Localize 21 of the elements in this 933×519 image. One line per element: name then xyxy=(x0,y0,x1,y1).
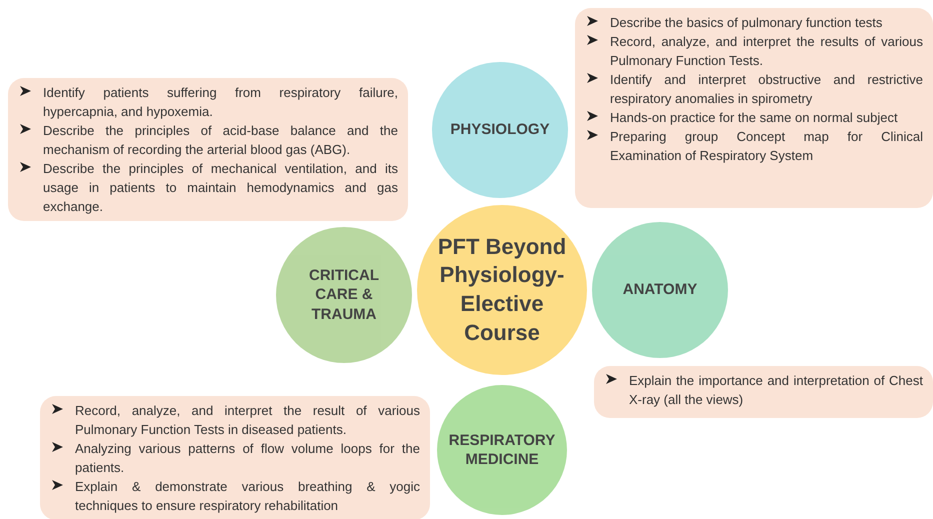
topic-label: PHYSIOLOGY xyxy=(450,120,550,140)
topic-label: CRITICAL CARE & TRAUMA xyxy=(308,266,380,324)
topic-label: ANATOMY xyxy=(622,280,698,300)
objective-text: Explain & demonstrate various breathing & yogic techniques to ensure respiratory rehabilitation xyxy=(75,478,420,515)
objective-text: Explain the importance and interpretation of Chest X-ray (all the views) xyxy=(629,372,923,409)
objective-text: Describe the principles of mechanical ventilation, and its usage in patients to maintain hemodynamics and gas exchange. xyxy=(43,160,398,216)
objective-text: Record, analyze, and interpret the results of various Pulmonary Function Tests. xyxy=(610,33,923,70)
objective-text: Record, analyze, and interpret the result of various Pulmonary Function Tests in diseased patients. xyxy=(75,402,420,439)
objective-text: Analyzing various patterns of flow volume loops for the patients. xyxy=(75,440,420,477)
objectives-box xyxy=(8,78,408,221)
objectives-box xyxy=(40,396,430,519)
objective-text: Identify and interpret obstructive and restrictive respiratory anomalies in spirometry xyxy=(610,71,923,108)
objective-text: Identify patients suffering from respiratory failure, hypercapnia, and hypoxemia. xyxy=(43,84,398,121)
objectives-box xyxy=(575,8,933,208)
objective-text: Preparing group Concept map for Clinical Examination of Respiratory System xyxy=(610,128,923,165)
objective-text: Hands-on practice for the same on normal subject xyxy=(610,109,899,127)
objectives-box xyxy=(594,366,933,418)
topic-label: RESPIRATORY MEDICINE xyxy=(448,430,556,470)
objective-text: Describe the basics of pulmonary function tests xyxy=(610,14,884,32)
objective-text: Describe the principles of acid-base balance and the mechanism of recording the arterial blood gas (ABG). xyxy=(43,122,398,159)
center-title: PFT Beyond Physiology- Elective Course xyxy=(436,232,568,347)
